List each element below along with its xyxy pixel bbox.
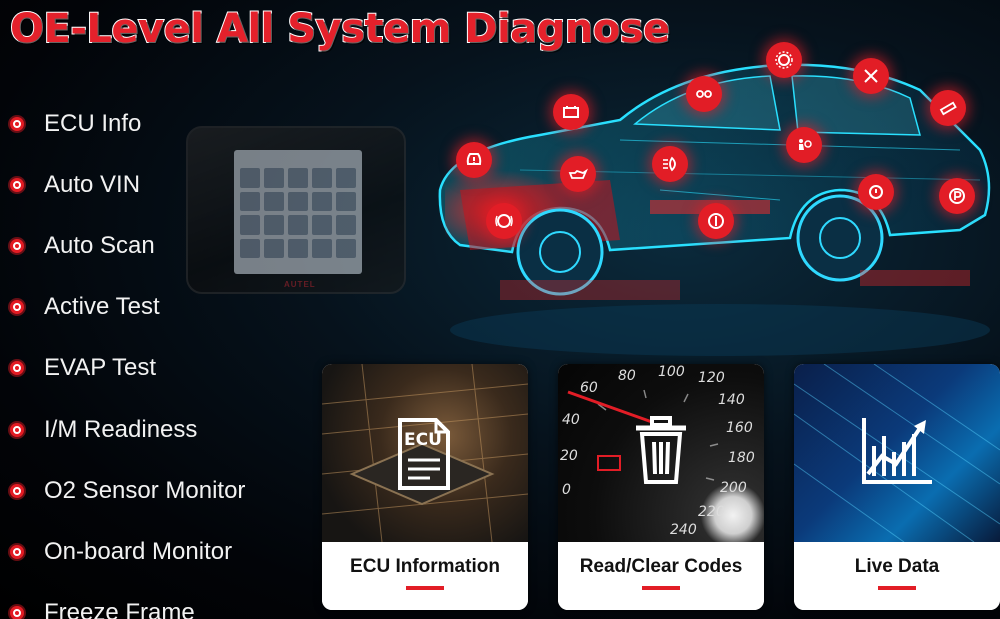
card-read-clear-codes: 60 80 100 120 140 160 180 200 220 240 40… (558, 364, 764, 610)
feature-item: Auto VIN (10, 154, 310, 215)
car-outline (438, 63, 991, 356)
speedo-tick-label: 180 (728, 450, 755, 466)
speedo-tick-label: 120 (698, 370, 725, 386)
tablet-screen (234, 150, 362, 274)
ecu-document-icon (398, 418, 450, 490)
card-accent-bar (642, 586, 680, 590)
feature-item: EVAP Test (10, 338, 310, 399)
card-footer: Read/Clear Codes (558, 542, 764, 610)
card-accent-bar (878, 586, 916, 590)
ecu-icon-text: ECU (404, 430, 442, 450)
bullet-icon (10, 483, 24, 498)
engine-icon (766, 42, 802, 78)
bullet-icon (10, 300, 24, 315)
tpms-icon (456, 142, 492, 178)
data-lines-illustration (794, 364, 1000, 542)
sas-icon (930, 90, 966, 126)
bullet-icon (10, 238, 24, 253)
speedo-tick-label: 20 (560, 448, 578, 464)
bullet-icon (10, 422, 24, 437)
speedo-tick-label: 220 (698, 504, 725, 520)
feature-item: Freeze Frame (10, 583, 310, 619)
bullet-icon (10, 177, 24, 192)
parking-brake-icon (939, 178, 975, 214)
transmission-icon (853, 58, 889, 94)
speedo-tick-label: 80 (618, 368, 636, 384)
card-ecu-information: ECU ECU Information (322, 364, 528, 610)
trash-icon (636, 416, 686, 484)
speedo-tick-label: 40 (562, 412, 580, 428)
speedo-tick-label: 200 (720, 480, 747, 496)
feature-item: ECU Info (10, 93, 310, 154)
oil-icon (560, 156, 596, 192)
card-footer: Live Data (794, 542, 1000, 610)
speedometer-illustration: 60 80 100 120 140 160 180 200 220 240 40… (560, 364, 755, 538)
feature-item: I/M Readiness (10, 399, 310, 460)
scan-tablet-image: AUTEL (186, 126, 406, 294)
speedo-tick-label: 160 (726, 420, 753, 436)
feature-item: On-board Monitor (10, 521, 310, 582)
bullet-icon (10, 606, 24, 619)
speedo-tick-label: 100 (658, 364, 685, 380)
card-image-data-lines (794, 364, 1000, 542)
card-live-data: Live Data (794, 364, 1000, 610)
card-label: ECU Information (350, 556, 500, 577)
feature-list: ECU Info Auto VIN Auto Scan Active Test … (10, 93, 310, 619)
feature-item: Auto Scan (10, 215, 310, 276)
tablet-brand-label: AUTEL (284, 280, 316, 289)
headlight-icon (652, 146, 688, 182)
car-xray-illustration (420, 40, 1000, 360)
bullet-icon (10, 544, 24, 559)
feature-item: O2 Sensor Monitor (10, 460, 310, 521)
speedo-tick-label: 60 (580, 380, 598, 396)
card-image-speedometer: 60 80 100 120 140 160 180 200 220 240 40… (558, 364, 764, 542)
battery-icon (553, 94, 589, 130)
circuit-board-illustration (322, 364, 528, 542)
speedo-tick-label: 0 (562, 482, 571, 498)
chart-icon (862, 418, 932, 484)
bullet-icon (10, 116, 24, 131)
airbag-icon (786, 127, 822, 163)
feature-item: Active Test (10, 277, 310, 338)
card-accent-bar (406, 586, 444, 590)
card-label: Live Data (854, 556, 940, 577)
abs-icon (486, 203, 522, 239)
brake-icon (858, 174, 894, 210)
speedo-tick-label: 140 (718, 392, 745, 408)
page-title: OE-Level All System Diagnose (9, 5, 671, 53)
speedo-tick-label: 240 (670, 522, 697, 538)
card-footer: ECU Information (322, 542, 528, 610)
card-label: Read/Clear Codes (579, 556, 743, 577)
seat-icon (686, 76, 722, 112)
steering-icon (698, 203, 734, 239)
bullet-icon (10, 361, 24, 376)
card-image-circuit: ECU (322, 364, 528, 542)
